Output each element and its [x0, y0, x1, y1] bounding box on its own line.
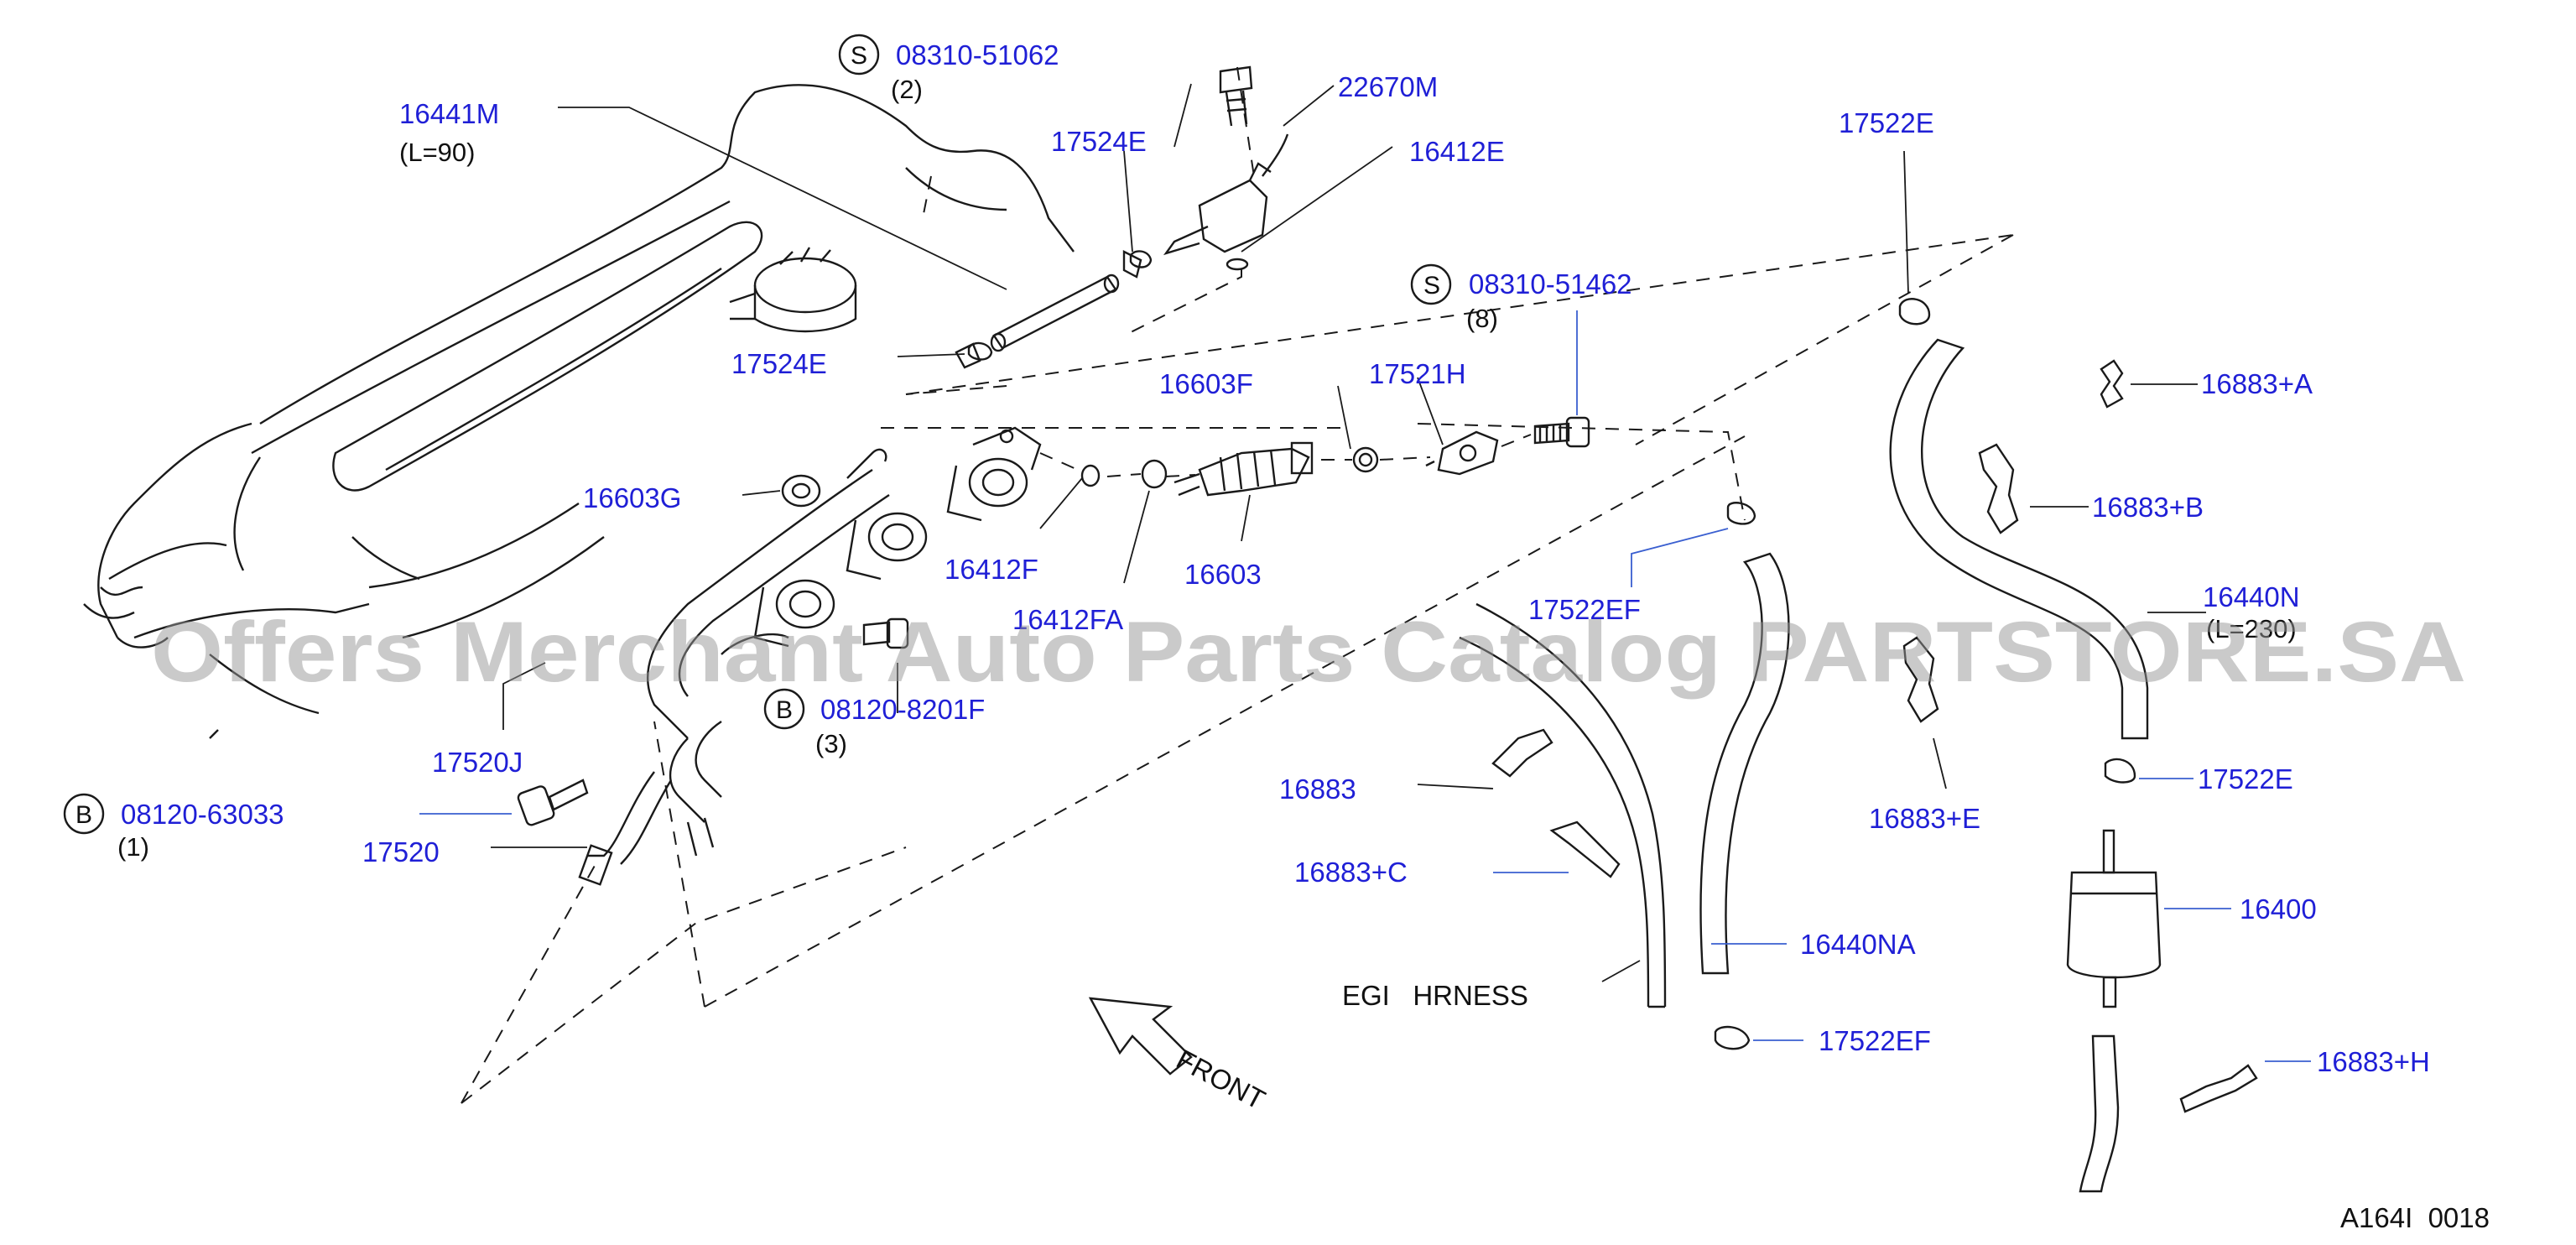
callout-17520[interactable]: 17520: [362, 836, 440, 867]
qty-08120-63033: (1): [117, 832, 149, 862]
callout-16883-H[interactable]: 16883+H: [2317, 1046, 2430, 1077]
bolt-08310-51462: [1533, 416, 1590, 448]
callout-17524E-a[interactable]: 17524E: [1051, 126, 1147, 157]
callout-16412E[interactable]: 16412E: [1409, 136, 1505, 167]
hose-16440NA: [1699, 552, 1790, 975]
engine-intake-outline: [83, 84, 1075, 739]
s-mark-1: S: [851, 42, 867, 70]
callout-16603G[interactable]: 16603G: [583, 482, 681, 513]
hose-16440N: [1889, 338, 2149, 740]
front-label: FRONT: [1172, 1044, 1271, 1116]
callout-17522E-top[interactable]: 17522E: [1839, 107, 1934, 138]
regulator-22670M: [1163, 65, 1289, 271]
callout-16883-B[interactable]: 16883+B: [2092, 492, 2204, 523]
callout-17520J[interactable]: 17520J: [432, 747, 523, 778]
qty-08120-8201F: (3): [815, 729, 847, 758]
callout-17522EF-a[interactable]: 17522EF: [1528, 594, 1641, 625]
callout-16883-E[interactable]: 16883+E: [1869, 803, 1980, 834]
hose-clips: [1491, 359, 2258, 1113]
callout-16883[interactable]: 16883: [1279, 774, 1356, 805]
clamp-17521H: [1425, 430, 1499, 476]
b-mark-2: B: [75, 801, 92, 829]
callout-16412F[interactable]: 16412F: [945, 554, 1038, 585]
grommet-16603G: [781, 474, 821, 508]
phantom-outline: [461, 66, 2014, 1104]
front-arrow: [1088, 997, 1193, 1076]
bolt-08120-63033: [517, 779, 589, 826]
diagram-artwork: [63, 34, 2311, 1193]
callout-08310-51462[interactable]: 08310-51462: [1469, 268, 1632, 300]
callout-16441M-length: (L=90): [399, 138, 475, 167]
callout-17521H[interactable]: 17521H: [1369, 358, 1466, 389]
callout-17522EF-b[interactable]: 17522EF: [1819, 1025, 1931, 1056]
bolt-08120-8201F: [862, 617, 909, 649]
callout-16441M[interactable]: 16441M: [399, 98, 499, 129]
callout-16412FA[interactable]: 16412FA: [1012, 604, 1123, 635]
callout-16883-C[interactable]: 16883+C: [1294, 857, 1408, 888]
labels: 16441M (L=90) S 08310-51062 (2) 22670M 1…: [75, 39, 2490, 1233]
b-mark-1: B: [776, 696, 793, 724]
callout-08310-51062[interactable]: 08310-51062: [896, 39, 1059, 70]
callout-16603[interactable]: 16603: [1184, 559, 1262, 590]
callout-08120-63033[interactable]: 08120-63033: [121, 799, 284, 830]
fuel-rail-assembly: [578, 426, 1042, 886]
marker-circles: [63, 34, 1452, 835]
callout-17524E-b[interactable]: 17524E: [731, 348, 827, 379]
harness-label: EGI HRNESS: [1342, 980, 1528, 1011]
callout-16440N-length: (L=230): [2206, 614, 2297, 643]
callout-17522E-mid[interactable]: 17522E: [2198, 763, 2293, 794]
leader-lines: [419, 83, 2311, 1062]
hose-16441M: [955, 250, 1142, 369]
egi-harness: [1459, 602, 1667, 1008]
qty-08310-51462: (8): [1466, 304, 1498, 333]
watermark: Offers Merchant Auto Parts Catalog PARTS…: [151, 604, 2466, 700]
callout-16883-A[interactable]: 16883+A: [2201, 368, 2313, 399]
clamps: [967, 250, 2136, 1050]
callout-22670M[interactable]: 22670M: [1338, 71, 1438, 102]
injector-16603: [1080, 441, 1379, 497]
callout-08120-8201F[interactable]: 08120-8201F: [820, 694, 985, 725]
fuel-filter-16400: [2066, 829, 2162, 1193]
callout-16440N[interactable]: 16440N: [2203, 581, 2300, 612]
callout-16440NA[interactable]: 16440NA: [1800, 929, 1916, 960]
s-mark-2: S: [1423, 272, 1440, 300]
callout-16400[interactable]: 16400: [2240, 893, 2317, 925]
callout-16603F[interactable]: 16603F: [1159, 368, 1253, 399]
diagram-code: A164I 0018: [2340, 1202, 2490, 1233]
qty-08310-51062: (2): [891, 75, 923, 104]
